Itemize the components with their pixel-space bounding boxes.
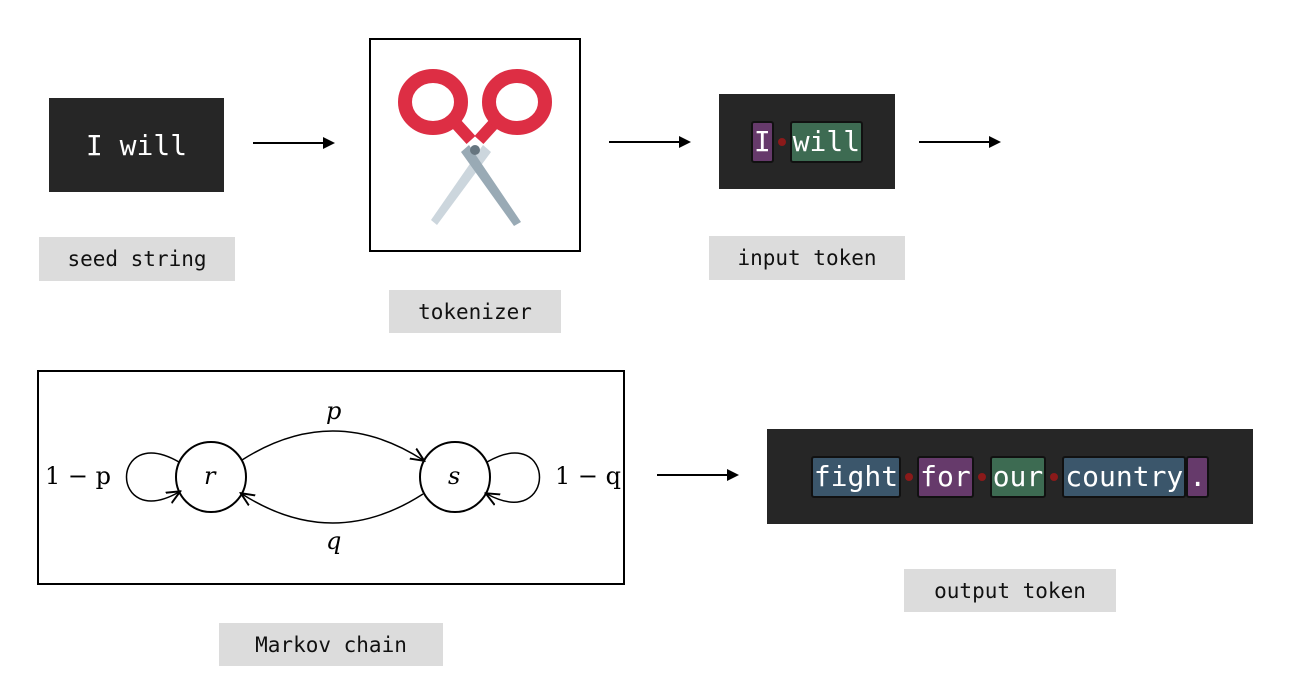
input-token-label: input token (709, 236, 905, 280)
token: for (917, 455, 974, 498)
token: our (989, 455, 1047, 498)
seed-string-box: I will (49, 98, 224, 192)
state-s-label: s (448, 462, 461, 490)
markov-chain-box: r s p q 1 − p 1 − q (37, 370, 625, 585)
token: will (789, 120, 864, 163)
output-token-box: fight for our country . (767, 429, 1253, 524)
seed-string-label: seed string (39, 237, 235, 281)
arrow-input-out (919, 136, 1001, 148)
input-token-box: I will (719, 94, 895, 189)
token: . (1186, 455, 1210, 498)
arrow-markov-to-output (657, 469, 739, 481)
output-token-label: output token (904, 569, 1116, 612)
edge-s-to-r (242, 494, 424, 524)
arrow-tokenizer-to-input (609, 136, 691, 148)
edge-q-label: q (326, 527, 342, 555)
arrow-seed-to-tokenizer (253, 137, 335, 149)
state-r-label: r (204, 462, 216, 490)
state-s (419, 441, 491, 513)
token: fight (810, 455, 902, 498)
seed-string-text: I will (85, 128, 188, 162)
scissors-icon (398, 69, 552, 226)
tokenizer-box (369, 38, 581, 252)
space-dot (777, 137, 786, 146)
markov-chain-label: Markov chain (219, 623, 443, 666)
loop-r-label: 1 − p (45, 462, 111, 490)
space-dot (977, 472, 986, 481)
space-dot (1050, 472, 1059, 481)
edge-p-label: p (326, 397, 342, 425)
token: country (1062, 455, 1187, 498)
state-r (175, 441, 247, 513)
edge-r-to-s (241, 430, 423, 460)
loop-s (487, 452, 541, 502)
tokenizer-label: tokenizer (389, 290, 561, 333)
markov-diagram (125, 430, 541, 524)
loop-s-label: 1 − q (555, 462, 621, 490)
loop-r (125, 452, 180, 501)
space-dot (905, 472, 914, 481)
token: I (750, 120, 774, 163)
